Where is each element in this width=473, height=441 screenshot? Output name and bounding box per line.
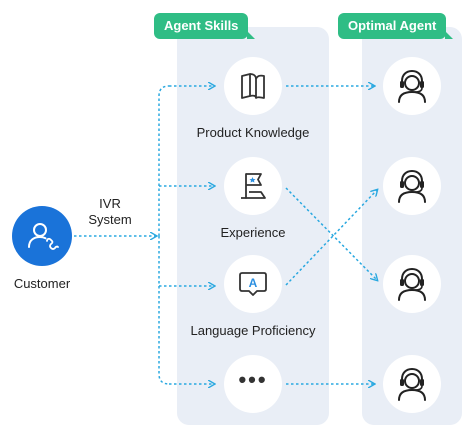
tag-tail (445, 31, 454, 39)
skill-product-knowledge (224, 57, 282, 115)
language-bubble-icon: A (239, 272, 267, 296)
language-to-agent2 (285, 190, 377, 286)
ivr-line-2: System (88, 212, 132, 227)
language-glyph: A (249, 276, 258, 290)
agent-1 (383, 57, 441, 115)
agent-skills-header: Agent Skills (154, 13, 256, 39)
branch-vertical-line (158, 85, 170, 236)
skill-label-product-knowledge: Product Knowledge (196, 125, 310, 140)
skill-language-proficiency: A (224, 255, 282, 313)
more-icon: ••• (238, 367, 268, 392)
skill-label-experience: Experience (220, 225, 286, 240)
agent-4 (383, 355, 441, 413)
customer-headset-icon (28, 223, 59, 250)
experience-to-agent3 (285, 187, 377, 280)
agent-headset-icon (398, 267, 426, 301)
agent-skills-header-label: Agent Skills (164, 18, 239, 33)
tag-tail (247, 31, 256, 39)
customer-label: Customer (13, 276, 71, 291)
skill-more: ••• (224, 355, 282, 413)
skill-label-language-proficiency: Language Proficiency (190, 323, 316, 338)
book-icon (241, 73, 265, 99)
agent-headset-icon (398, 367, 426, 401)
skill-experience (224, 157, 282, 215)
optimal-agent-header-label: Optimal Agent (348, 18, 437, 33)
customer-avatar (12, 206, 72, 266)
agent-3 (383, 255, 441, 313)
agent-headset-icon (398, 69, 426, 103)
flag-icon (241, 173, 266, 199)
optimal-agent-header: Optimal Agent (338, 13, 454, 39)
ivr-system-label: IVR System (82, 196, 138, 228)
ivr-line-1: IVR (99, 196, 121, 211)
branch-vertical-line-down (158, 236, 170, 385)
agent-2 (383, 157, 441, 215)
agent-headset-icon (398, 169, 426, 203)
